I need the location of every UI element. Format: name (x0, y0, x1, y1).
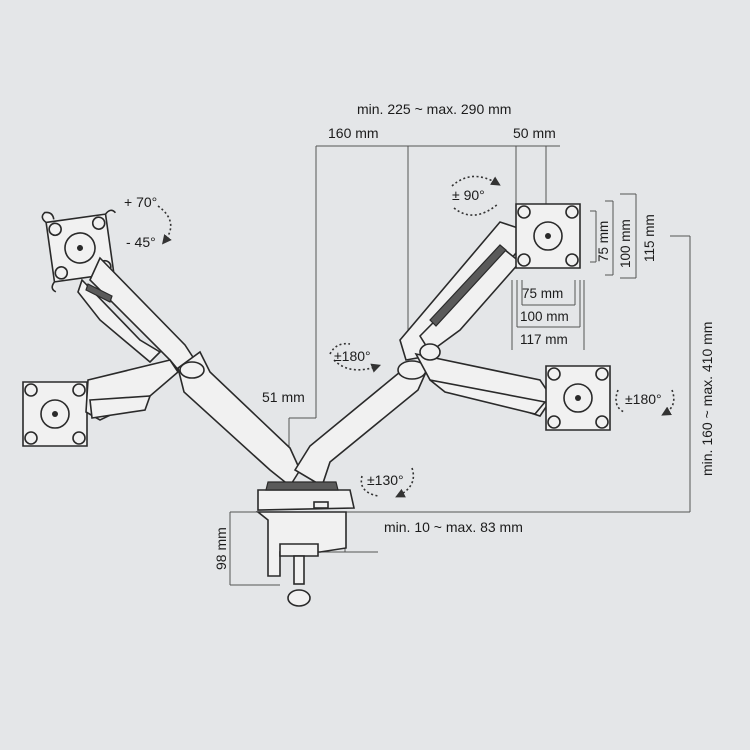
right-lower-vesa-plate (545, 365, 611, 431)
left-upper-arm (77, 256, 202, 380)
screen-rotation-label: ±180° (625, 391, 662, 407)
pole-width-label: 51 mm (262, 389, 305, 405)
clamp-height-label: 98 mm (213, 527, 229, 570)
vesa-75-v-label: 75 mm (596, 221, 611, 262)
left-lower-arm (85, 359, 180, 421)
vesa-100-h-label: 100 mm (520, 309, 569, 324)
right-upper-vesa-plate (515, 203, 581, 269)
right-lower-arm (414, 343, 553, 417)
tilt-down-label: - 45° (126, 234, 156, 250)
base-rotation-label: ±130° (367, 472, 404, 488)
vesa-117-h-label: 117 mm (520, 332, 568, 347)
right-main-arm (293, 360, 427, 488)
left-lower-vesa-plate (22, 381, 88, 447)
tilt-up-label: + 70° (124, 194, 157, 210)
left-main-arm (177, 350, 301, 488)
dimension-labels: min. 225 ~ max. 290 mm 160 mm 50 mm 51 m… (213, 101, 715, 570)
height-range-label: min. 160 ~ max. 410 mm (699, 322, 715, 476)
desk-clamp (255, 511, 347, 607)
right-upper-arm (399, 221, 523, 361)
desk-base (257, 481, 355, 511)
vesa-100-v-label: 100 mm (618, 219, 633, 268)
rotation-labels: + 70° - 45° ± 90° ±180° ±180° ±130° (124, 187, 662, 488)
dimension-lines (229, 145, 691, 586)
arm-offset-label: 160 mm (328, 125, 379, 141)
vesa-115-v-label: 115 mm (642, 214, 657, 262)
vesa-75-h-label: 75 mm (522, 286, 563, 301)
swivel-plate-label: ± 90° (452, 187, 485, 203)
rotation-arrows (157, 175, 675, 498)
arm-rotation-label: ±180° (334, 348, 371, 364)
arm-range-label: min. 225 ~ max. 290 mm (357, 101, 511, 117)
plate-offset-label: 50 mm (513, 125, 556, 141)
clamp-range-label: min. 10 ~ max. 83 mm (384, 519, 523, 535)
